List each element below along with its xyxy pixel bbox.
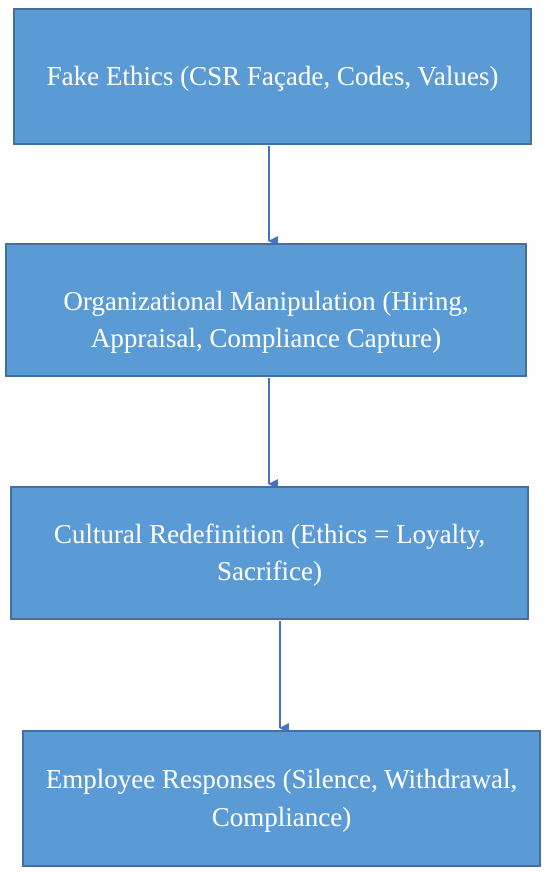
node-fake-ethics: Fake Ethics (CSR Façade, Codes, Values) <box>13 8 532 145</box>
node-fake-ethics-label: Fake Ethics (CSR Façade, Codes, Values) <box>46 60 499 91</box>
node-cultural-redefinition: Cultural Redefinition (Ethics = Loyalty,… <box>10 486 529 620</box>
node-cultural-redefinition-label: Cultural Redefinition (Ethics = Loyalty,… <box>53 518 486 586</box>
node-organizational-manipulation-label: Organizational Manipulation (Hiring, App… <box>63 285 469 353</box>
node-employee-responses-label: Employee Responses (Silence, Withdrawal,… <box>45 764 518 832</box>
node-organizational-manipulation: Organizational Manipulation (Hiring, App… <box>5 243 527 377</box>
node-employee-responses: Employee Responses (Silence, Withdrawal,… <box>22 730 541 867</box>
